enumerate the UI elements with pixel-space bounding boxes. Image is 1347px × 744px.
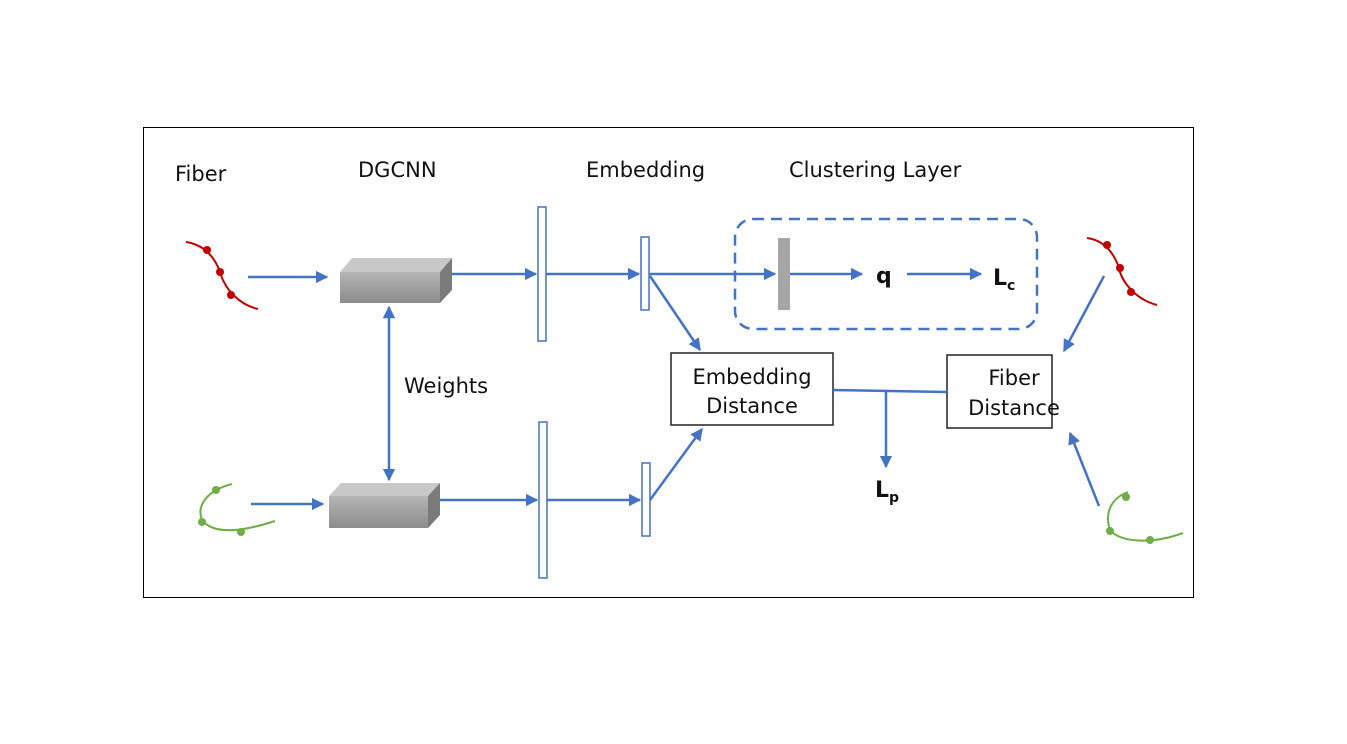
clustering-bar — [778, 238, 790, 310]
arrow-embedding-bottom-to-distance — [648, 427, 704, 501]
weights-label: Weights — [404, 374, 488, 398]
embedding-distance-line1: Embedding — [692, 365, 811, 389]
header-embedding: Embedding — [586, 158, 705, 182]
arrow-embedding-top-to-distance — [648, 275, 702, 352]
lc-main: L — [993, 266, 1007, 291]
dgcnn-block-top — [340, 258, 452, 303]
fiber-b-copy-icon — [1106, 491, 1184, 544]
q-label: q — [876, 264, 892, 289]
lp-subscript: p — [889, 490, 899, 506]
embedding-layer-top — [640, 236, 650, 311]
header-fiber: Fiber — [175, 162, 227, 186]
fiber-a-copy-icon — [1086, 237, 1158, 306]
feature-layer-top — [537, 206, 547, 342]
fiber-distance-line2: Distance — [968, 396, 1060, 420]
fiber-distance-box — [946, 354, 1053, 429]
lc-subscript: c — [1007, 278, 1015, 294]
embedding-distance-box — [670, 352, 834, 426]
embedding-layer-bottom — [641, 462, 651, 537]
fiber-b-icon — [198, 483, 276, 536]
embedding-distance-line2: Distance — [706, 394, 798, 418]
arrow-fiber-b-to-fiber-distance — [1068, 431, 1101, 507]
lp-label: Lp — [875, 478, 899, 506]
lp-main: L — [875, 478, 889, 503]
lc-label: Lc — [993, 266, 1015, 294]
fiber-distance-line1: Fiber — [988, 366, 1040, 390]
header-clustering-layer: Clustering Layer — [789, 158, 962, 182]
distance-connector — [832, 388, 948, 394]
fiber-a-icon — [185, 241, 259, 310]
diagram-frame — [143, 127, 1194, 598]
header-dgcnn: DGCNN — [358, 158, 437, 182]
dgcnn-block-bottom — [329, 483, 440, 528]
feature-layer-bottom — [538, 421, 548, 579]
arrow-fiber-a-to-fiber-distance — [1062, 275, 1106, 353]
